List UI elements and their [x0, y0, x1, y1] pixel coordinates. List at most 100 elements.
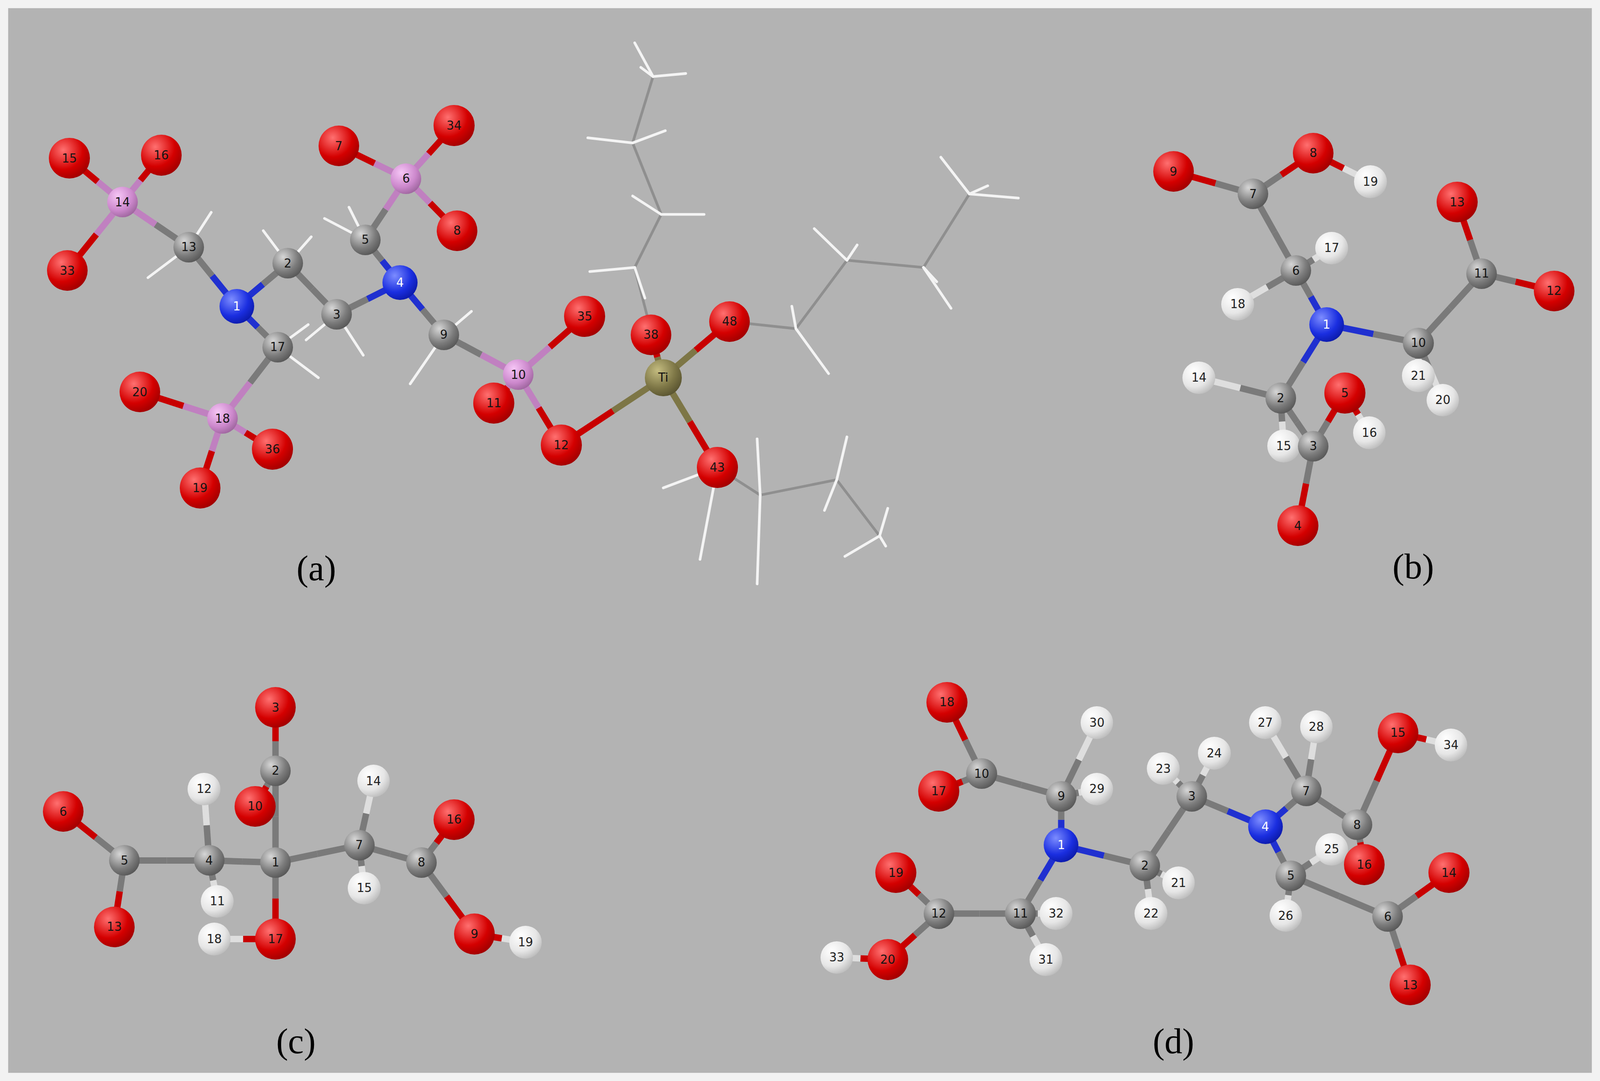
bond-half [1362, 780, 1377, 812]
atom-sphere: 33 [820, 941, 854, 974]
bond-half [288, 853, 318, 860]
atom-sphere: 43 [696, 446, 738, 488]
atom-number: 7 [1249, 188, 1257, 200]
chemical-bond [1250, 277, 1284, 298]
chemical-bond [197, 257, 228, 295]
bond-half [1288, 409, 1297, 423]
atom-sphere: 28 [1300, 710, 1334, 743]
bond-half [155, 224, 178, 240]
atom-sphere: 7 [1291, 775, 1322, 806]
atom-sphere: 12 [923, 898, 955, 929]
chemical-bond [1076, 848, 1132, 862]
atom-number: 25 [1323, 842, 1339, 855]
bond-half [1076, 848, 1104, 856]
atom-sphere: 17 [1315, 231, 1349, 265]
atom-sphere: 16 [1353, 416, 1386, 450]
atom-number: 20 [1435, 393, 1451, 406]
bond-half [372, 209, 386, 229]
bond-half [138, 857, 168, 864]
bond-half [1306, 459, 1311, 484]
chemical-bond [1152, 807, 1185, 854]
chemical-bond [675, 333, 716, 367]
bond-half [1398, 895, 1417, 909]
atom-sphere: 34 [433, 104, 475, 146]
chemical-bond [275, 725, 276, 757]
atom-sphere: 19 [179, 467, 221, 508]
chemical-bond [1272, 840, 1285, 863]
bond-half [549, 328, 571, 348]
chemical-bond [1287, 337, 1318, 387]
atom-number: 15 [61, 152, 77, 165]
chemical-bond [1391, 929, 1405, 968]
atom-sphere: 21 [1401, 359, 1435, 393]
atom-number: 15 [356, 881, 372, 894]
panel-label: (d) [1152, 1023, 1195, 1059]
chemical-bond [229, 938, 258, 940]
atom-sphere: 6 [1280, 255, 1312, 286]
bond-half [415, 153, 429, 169]
atom-number: 30 [1089, 716, 1105, 729]
chemical-bond [205, 431, 219, 471]
atom-sphere: 31 [1029, 942, 1063, 976]
bond-half [1495, 276, 1516, 282]
atom-number: 23 [1155, 762, 1171, 775]
bond-half [1301, 483, 1307, 508]
chemical-bond [410, 294, 436, 325]
atom-number: 3 [271, 701, 280, 714]
bond-half [422, 309, 435, 325]
bond-half [373, 250, 382, 261]
atom-number: 2 [1140, 859, 1149, 872]
atom-sphere: 19 [509, 925, 543, 959]
bond-half [1078, 735, 1091, 760]
atom-sphere: 26 [1269, 899, 1303, 932]
atom-number: 13 [181, 240, 197, 253]
atom-sphere: 14 [107, 186, 138, 218]
atom-sphere: 38 [630, 314, 672, 356]
bond-half [362, 813, 367, 832]
chemical-bond [1415, 736, 1437, 742]
atom-sphere: 24 [1197, 736, 1231, 770]
chemical-bond [355, 153, 394, 173]
atom-sphere: 34 [1434, 728, 1468, 762]
atom-sphere: 17 [262, 331, 293, 363]
atom-sphere: 7 [318, 125, 360, 167]
atom-number: 38 [643, 328, 659, 341]
atom-number: 32 [1048, 907, 1064, 920]
bond-half [366, 794, 371, 814]
atom-sphere: 25 [1315, 832, 1349, 866]
bond-half [1376, 749, 1391, 781]
bond-half [229, 935, 244, 942]
chemical-bond [415, 139, 442, 169]
atom-number: 27 [1257, 716, 1273, 729]
chemical-bond [1301, 459, 1311, 508]
bond-half [1250, 287, 1268, 297]
chemical-bond [429, 873, 464, 920]
chemical-bond [1027, 858, 1053, 902]
atom-number: 10 [247, 800, 263, 812]
atom-number: 1 [1322, 318, 1331, 331]
chemical-bond [671, 391, 708, 452]
bond-half [1303, 880, 1339, 896]
atom-sphere: 22 [1134, 896, 1168, 930]
atom-sphere: 12 [1533, 270, 1575, 312]
chemical-bond [349, 289, 387, 309]
bond-half [230, 382, 251, 408]
atom-number: 7 [355, 838, 364, 851]
bond-half [1215, 183, 1240, 191]
bond-half [1286, 800, 1296, 809]
chemical-bond [83, 169, 112, 194]
bond-half [1341, 327, 1374, 335]
atom-sphere: 27 [1249, 705, 1282, 739]
implicit-hydrogens [147, 207, 472, 384]
atom-number: 20 [132, 386, 148, 398]
atom-sphere: 1 [1309, 307, 1344, 342]
bond-half [1302, 337, 1318, 362]
bond-half [429, 873, 447, 897]
atom-sphere: 5 [1324, 372, 1365, 414]
atom-number: 28 [1308, 720, 1324, 733]
chemical-bond [288, 847, 346, 860]
atom-number: 18 [214, 412, 231, 425]
atom-sphere: 15 [48, 137, 90, 179]
bond-half [1308, 758, 1312, 778]
